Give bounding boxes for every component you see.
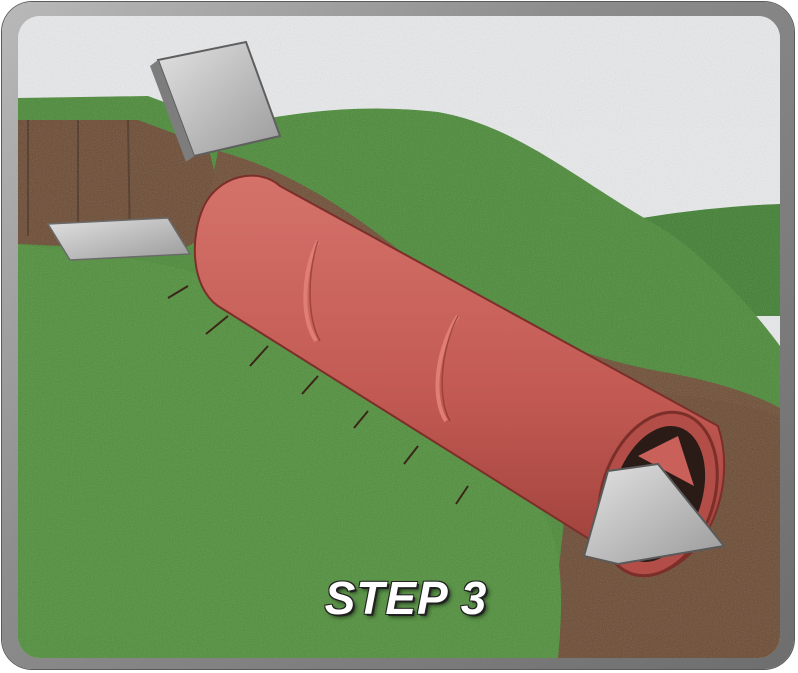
trench-plate-left xyxy=(48,218,190,260)
trench-scene xyxy=(18,16,780,658)
step-caption: STEP 3 xyxy=(286,571,526,625)
scene-panel: STEP 3 xyxy=(18,16,780,658)
